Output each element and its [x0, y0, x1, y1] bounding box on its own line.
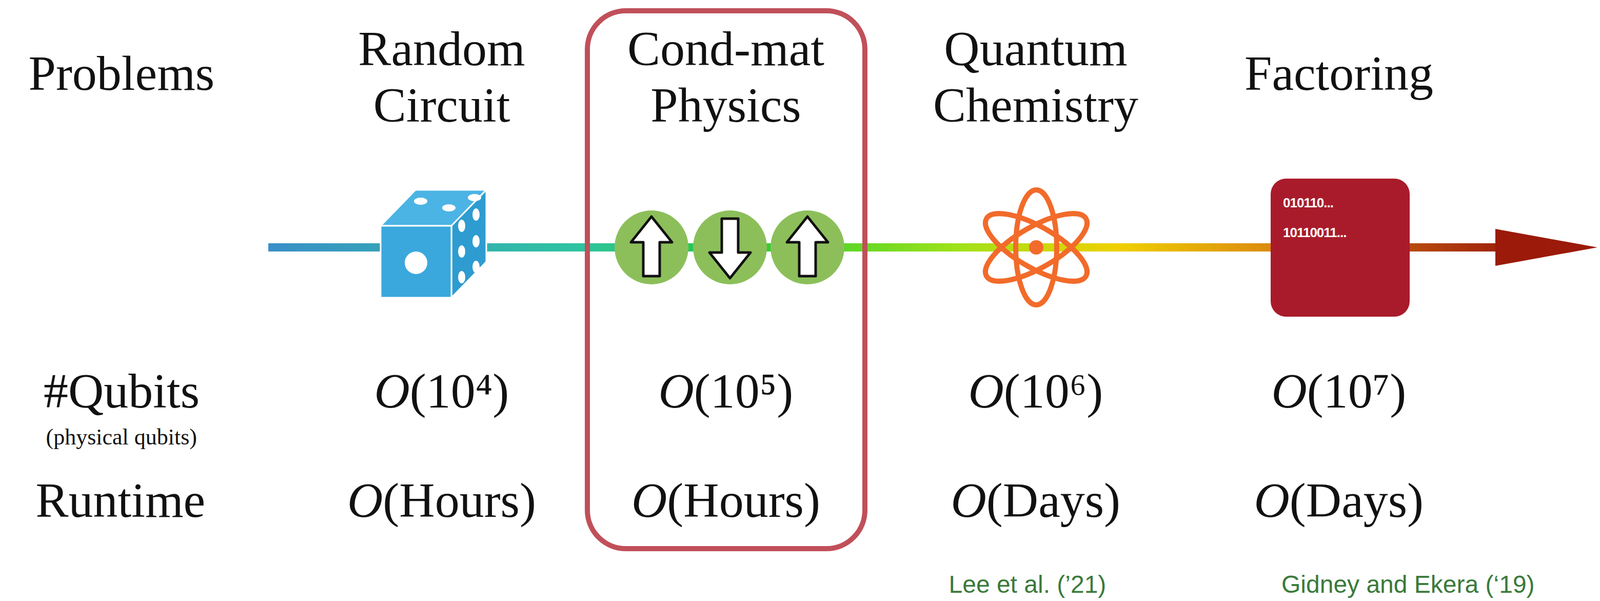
row-heading: Runtime — [35, 471, 206, 529]
row-heading: #Qubits — [43, 362, 200, 420]
runtime-value: O(Days) — [951, 471, 1121, 529]
runtime-value: O(Days) — [1254, 471, 1425, 529]
problem-label: Factoring — [1244, 45, 1434, 102]
dice-icon — [380, 189, 487, 298]
row-heading: Problems — [28, 45, 215, 102]
row-subheading: (physical qubits) — [46, 424, 198, 451]
qubit-count: O(10⁶) — [968, 362, 1104, 420]
runtime-value: O(Hours) — [347, 471, 537, 529]
highlight-box: Cond-mat PhysicsO(10⁵) O(Hours) — [584, 8, 868, 551]
problem-label: Quantum Chemistry — [912, 20, 1159, 134]
problem-label: Random Circuit — [318, 20, 565, 134]
qubit-count: O(10⁷) — [1271, 362, 1407, 420]
qubit-count: O(10⁴) — [374, 362, 510, 420]
citation: Lee et al. (’21) — [949, 569, 1107, 599]
runtime-value: O(Hours) — [631, 471, 821, 529]
timeline-arrowhead — [1495, 228, 1598, 266]
citation: Gidney and Ekera (‘19) — [1281, 569, 1535, 599]
atom-icon — [976, 189, 1097, 305]
qubit-count: O(10⁵) — [658, 362, 794, 420]
binary-text: 10110011... — [1282, 225, 1347, 241]
problem-label: Cond-mat Physics — [597, 20, 855, 134]
binary-icon: 010110... 10110011... — [1270, 178, 1410, 317]
spin-icons — [614, 210, 845, 285]
binary-text: 010110... — [1282, 195, 1334, 211]
